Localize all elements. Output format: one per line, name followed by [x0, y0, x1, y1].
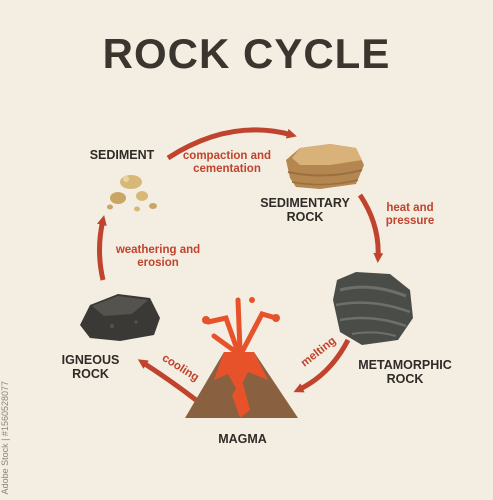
sedimentary-rock-icon	[286, 144, 364, 189]
label-igneous-line2: ROCK	[72, 367, 109, 382]
metamorphic-rock-icon	[333, 272, 413, 345]
label-igneous-rock: IGNEOUS ROCK	[48, 353, 133, 382]
label-metamorphic-line2: ROCK	[386, 372, 424, 387]
label-igneous-line1: IGNEOUS	[61, 353, 120, 367]
arrow-weathering	[96, 215, 107, 281]
page-title: ROCK CYCLE	[102, 30, 391, 77]
label-metamorphic-rock: METAMORPHIC ROCK	[350, 358, 460, 387]
arrow-melting	[293, 338, 351, 393]
volcano-icon	[185, 297, 298, 418]
label-heat-line2: pressure	[385, 215, 435, 228]
label-metamorphic-line1: METAMORPHIC	[358, 358, 452, 372]
label-compaction: compaction and cementation	[172, 150, 282, 176]
label-heat-line1: heat and	[386, 202, 434, 214]
label-weathering: weathering and erosion	[108, 244, 208, 270]
igneous-rock-icon	[80, 294, 160, 341]
label-sedimentary-line1: SEDIMENTARY	[260, 196, 350, 210]
label-weathering-line2: erosion	[137, 257, 179, 270]
stock-watermark: Adobe Stock | #1560528077	[0, 380, 10, 494]
label-compaction-line2: cementation	[193, 163, 261, 176]
label-magma: MAGMA	[218, 432, 267, 446]
label-sedimentary-rock: SEDIMENTARY ROCK	[250, 196, 360, 225]
arrow-cooling	[137, 359, 198, 402]
label-heat-pressure: heat and pressure	[376, 202, 444, 228]
sediment-pebbles-icon	[107, 175, 157, 212]
arrow-compaction	[166, 127, 297, 161]
arrow-heat-pressure	[357, 193, 384, 263]
label-sedimentary-line2: ROCK	[286, 210, 324, 225]
label-weathering-line1: weathering and	[115, 244, 201, 256]
label-compaction-line1: compaction and	[182, 150, 272, 162]
label-sediment: SEDIMENT	[89, 148, 155, 162]
